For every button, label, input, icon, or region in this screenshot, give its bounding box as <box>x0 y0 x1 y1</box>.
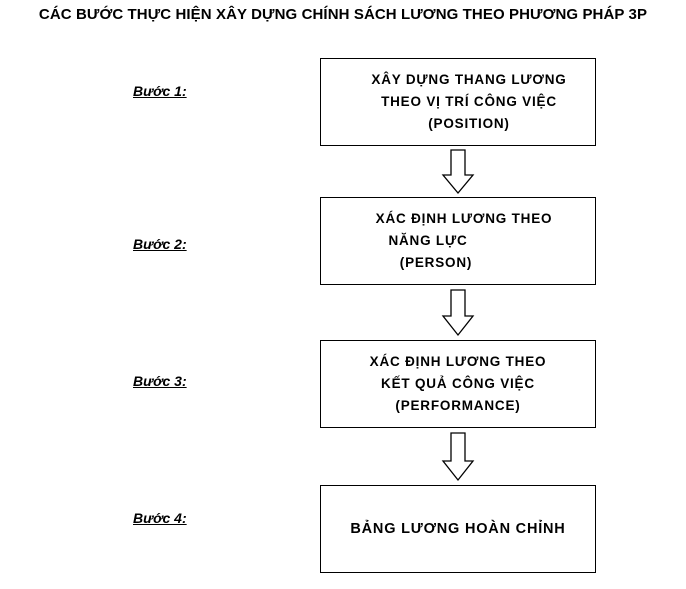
down-arrow-icon <box>441 432 475 482</box>
step-4-text: BẢNG LƯƠNG HOÀN CHỈNH <box>350 518 565 540</box>
step-4-box: BẢNG LƯƠNG HOÀN CHỈNH <box>320 485 596 573</box>
step-2-line-1: XÁC ĐỊNH LƯƠNG THEO <box>375 211 553 226</box>
down-arrow-icon <box>441 289 475 337</box>
step-1-box: XÂY DỰNG THANG LƯƠNG THEO VỊ TRÍ CÔNG VI… <box>320 58 596 146</box>
step-2-text: XÁC ĐỊNH LƯƠNG THEO NĂNG LỰC (PERSON) <box>376 208 553 274</box>
step-2-label: Bước 2: <box>133 236 187 252</box>
step-3-line-2: KẾT QUẢ CÔNG VIỆC <box>381 376 535 391</box>
step-2-line-2: NĂNG LỰC <box>388 233 468 248</box>
step-3-line-3: (PERFORMANCE) <box>395 398 521 413</box>
down-arrow-icon <box>441 149 475 195</box>
step-1-line-2: THEO VỊ TRÍ CÔNG VIỆC <box>381 94 557 109</box>
step-1-text: XÂY DỰNG THANG LƯƠNG THEO VỊ TRÍ CÔNG VI… <box>371 69 566 135</box>
step-3-line-1: XÁC ĐỊNH LƯƠNG THEO <box>369 354 547 369</box>
step-3-text: XÁC ĐỊNH LƯƠNG THEO KẾT QUẢ CÔNG VIỆC (P… <box>370 351 547 417</box>
step-1-line-1: XÂY DỰNG THANG LƯƠNG <box>371 72 567 87</box>
step-3-box: XÁC ĐỊNH LƯƠNG THEO KẾT QUẢ CÔNG VIỆC (P… <box>320 340 596 428</box>
step-1-label: Bước 1: <box>133 83 187 99</box>
step-3-label: Bước 3: <box>133 373 187 389</box>
step-2-line-3: (PERSON) <box>399 255 473 270</box>
step-1-line-3: (POSITION) <box>428 116 510 131</box>
step-2-box: XÁC ĐỊNH LƯƠNG THEO NĂNG LỰC (PERSON) <box>320 197 596 285</box>
step-4-label: Bước 4: <box>133 510 187 526</box>
page-title: CÁC BƯỚC THỰC HIỆN XÂY DỰNG CHÍNH SÁCH L… <box>38 6 648 23</box>
step-4-line-1: BẢNG LƯƠNG HOÀN CHỈNH <box>350 521 566 537</box>
